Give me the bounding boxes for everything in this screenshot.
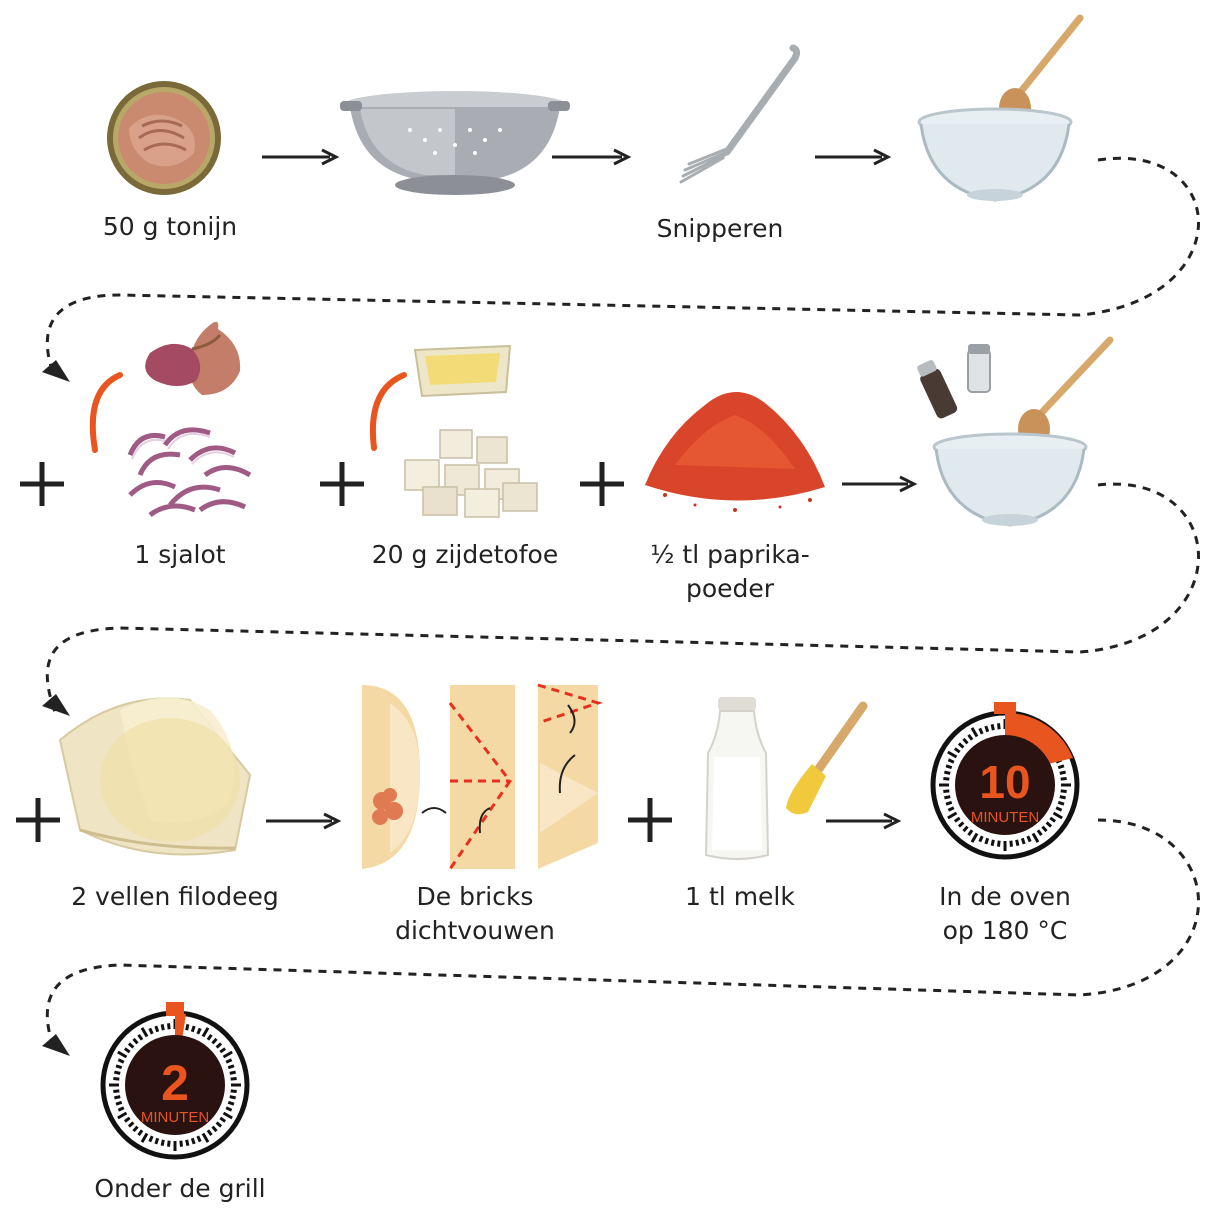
- stopwatch-tick: [192, 1138, 194, 1144]
- stopwatch-tick: [230, 1097, 236, 1098]
- stopwatch-icon: 2 MINUTEN: [100, 1000, 250, 1160]
- plus-icon: [320, 462, 364, 506]
- step-label-shallot: 1 sjalot: [100, 538, 260, 572]
- milk-bottle-icon: [700, 695, 775, 865]
- step-label-chop: Snipperen: [640, 212, 800, 246]
- sliced-shallot-icon: [110, 415, 260, 525]
- step-label-paprika-2: poeder: [630, 572, 830, 606]
- stopwatch-tick: [231, 1091, 237, 1092]
- fork-icon: [665, 42, 815, 192]
- stopwatch-tick: [946, 802, 952, 804]
- stopwatch-tick: [156, 1026, 158, 1032]
- stopwatch-tick: [169, 1023, 170, 1029]
- stopwatch-tick: [1022, 838, 1024, 844]
- arrow-right-icon: [266, 814, 338, 828]
- stopwatch-tick: [999, 723, 1000, 729]
- stopwatch-tick: [162, 1140, 163, 1146]
- paprika-powder-icon: [635, 365, 835, 525]
- pastry-brush-icon: [778, 700, 873, 820]
- stopwatch-tick: [992, 840, 993, 846]
- stopwatch-tick: [999, 841, 1000, 847]
- shallot-icon: [130, 315, 260, 400]
- step-label-oven-2: op 180 °C: [905, 914, 1105, 948]
- stopwatch-tick: [169, 1141, 170, 1147]
- stopwatch-tick: [986, 838, 988, 844]
- stopwatch-tick: [1061, 791, 1067, 792]
- stopwatch-tick: [992, 724, 993, 730]
- stopwatch-tick: [114, 1097, 120, 1098]
- stopwatch-tick: [1060, 797, 1066, 798]
- stopwatch-tick: [1058, 766, 1064, 768]
- filo-dough-icon: [50, 680, 265, 860]
- stopwatch-tick: [228, 1102, 234, 1104]
- arrow-right-icon: [815, 150, 888, 164]
- stopwatch-tick: [181, 1141, 182, 1147]
- stopwatch-tick: [1058, 802, 1064, 804]
- stopwatch-tick: [944, 772, 950, 773]
- stopwatch-tick: [944, 797, 950, 798]
- stopwatch-tick: [116, 1066, 122, 1068]
- stopwatch-tick: [162, 1024, 163, 1030]
- margarine-icon: [410, 340, 515, 400]
- stopwatch-icon: 10 MINUTEN: [930, 700, 1080, 860]
- timer-value-grill: 2: [161, 1055, 189, 1111]
- arrowhead-icon: [42, 360, 70, 382]
- step-label-oven-1: In de oven: [905, 880, 1105, 914]
- tuna-can-icon: [104, 78, 224, 198]
- mixing-bowl-icon: [930, 335, 1105, 535]
- step-label-fold-1: De bricks: [375, 880, 575, 914]
- stopwatch-tick: [946, 766, 952, 768]
- stopwatch-tick: [114, 1072, 120, 1073]
- stopwatch-tick: [230, 1072, 236, 1073]
- stopwatch-tick: [943, 779, 949, 780]
- arrowhead-icon: [42, 1034, 70, 1056]
- step-label-tuna: 50 g tonijn: [90, 210, 250, 244]
- stopwatch-tick: [113, 1091, 119, 1092]
- stopwatch-tick: [1061, 779, 1067, 780]
- arrow-right-icon: [262, 150, 336, 164]
- fold-diagram-icon: [360, 683, 610, 873]
- stopwatch-tick: [187, 1024, 188, 1030]
- stopwatch-tick: [986, 726, 988, 732]
- stopwatch-tick: [1060, 772, 1066, 773]
- stopwatch-tick: [228, 1066, 234, 1068]
- plus-icon: [20, 462, 64, 506]
- step-label-fold-2: dichtvouwen: [375, 914, 575, 948]
- step-label-milk: 1 tl melk: [660, 880, 820, 914]
- stopwatch-tick: [1017, 840, 1018, 846]
- tofu-icon: [395, 425, 545, 520]
- step-label-grill: Onder de grill: [80, 1172, 280, 1206]
- mixing-bowl-icon: [915, 10, 1090, 210]
- stopwatch-tick: [156, 1138, 158, 1144]
- stopwatch-tick: [116, 1102, 122, 1104]
- step-label-paprika-1: ½ tl paprika-: [630, 538, 830, 572]
- plus-icon: [628, 798, 672, 842]
- step-label-tofu: 20 g zijdetofoe: [355, 538, 575, 572]
- stopwatch-tick: [187, 1140, 188, 1146]
- timer-value-oven: 10: [979, 756, 1030, 808]
- stopwatch-tick: [231, 1079, 237, 1080]
- timer-unit-grill: MINUTEN: [141, 1109, 209, 1126]
- stopwatch-tick: [192, 1026, 194, 1032]
- arrow-right-icon: [842, 477, 914, 491]
- plus-icon: [580, 462, 624, 506]
- stopwatch-tick: [943, 791, 949, 792]
- stopwatch-tick: [1011, 841, 1012, 847]
- step-label-filo: 2 vellen filodeeg: [55, 880, 295, 914]
- stopwatch-tick: [113, 1079, 119, 1080]
- timer-unit-oven: MINUTEN: [971, 809, 1039, 826]
- colander-icon: [340, 85, 570, 200]
